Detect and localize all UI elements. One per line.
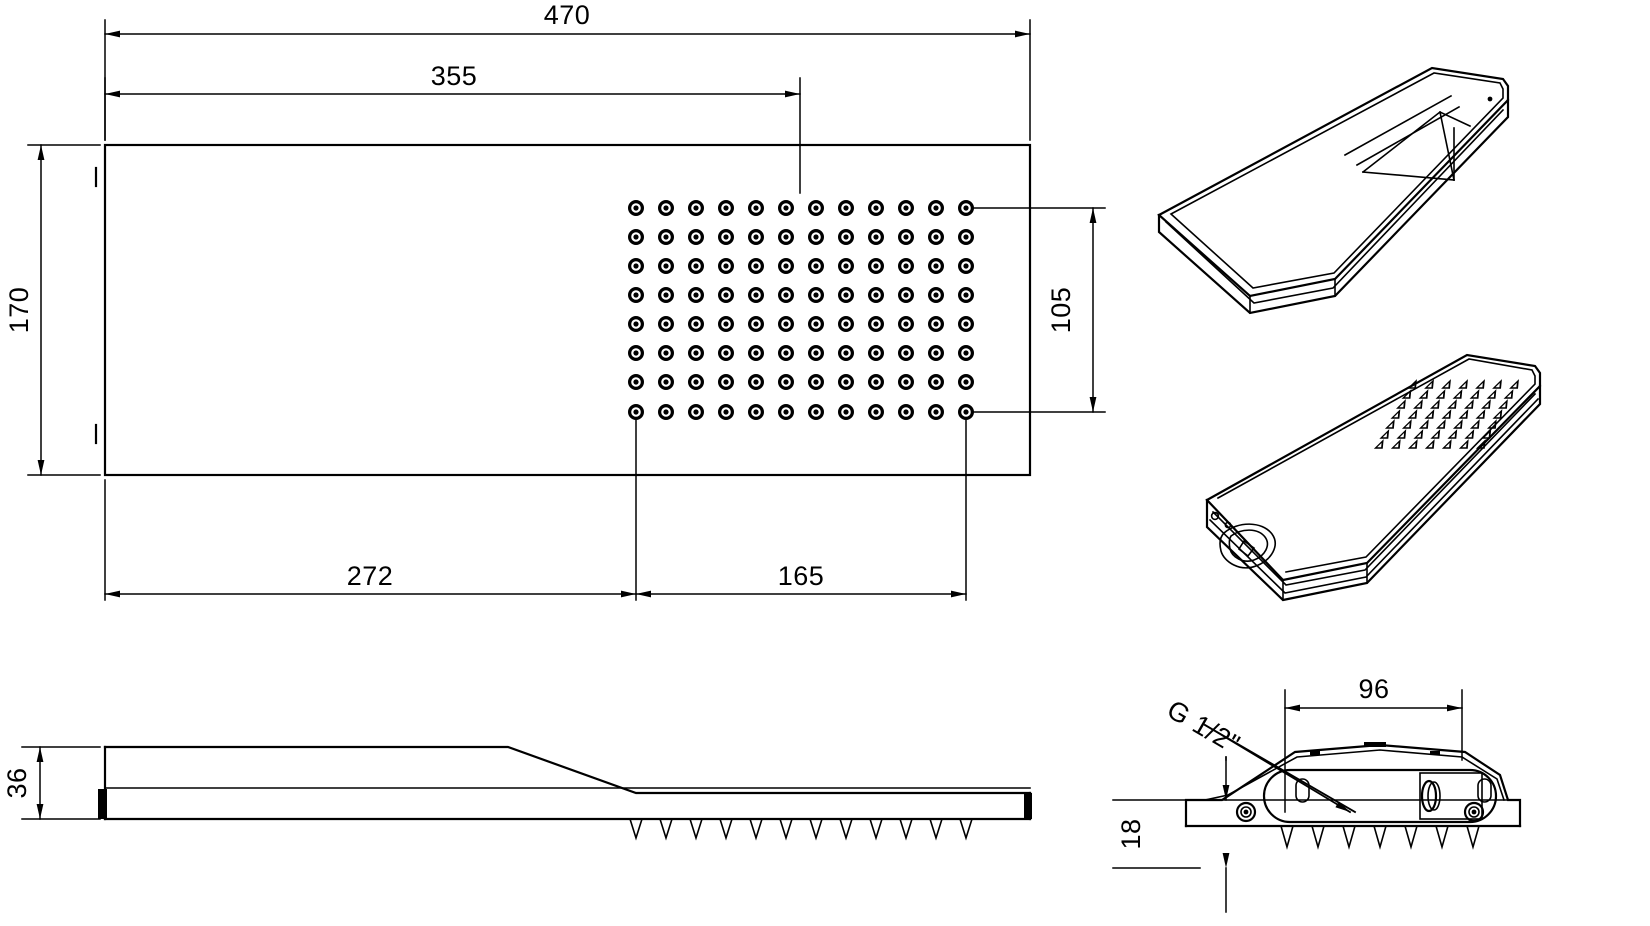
dimension-label-470: 470	[544, 0, 591, 30]
detail-nozzle-spike-row	[1280, 825, 1480, 850]
nozzle-row	[627, 404, 974, 421]
nozzle-grid	[627, 200, 974, 421]
dimension-label-105: 105	[1046, 287, 1076, 334]
dimension-105: 105	[971, 207, 1106, 413]
dimension-label-18: 18	[1116, 818, 1146, 849]
dimension-label-thread: G 1/2"	[1162, 694, 1245, 759]
nozzle-row	[627, 316, 974, 333]
dimension-36: 36	[2, 746, 101, 820]
dimension-470: 470	[104, 0, 1031, 141]
front-section-view	[98, 745, 1032, 841]
dimension-label-36: 36	[2, 767, 32, 798]
iso-nozzle-field	[1373, 379, 1519, 449]
dimension-96: 96	[1284, 674, 1463, 813]
nozzle-row	[627, 258, 974, 275]
dimension-label-96: 96	[1358, 674, 1389, 704]
dimension-label-165: 165	[778, 561, 825, 591]
nozzle-row	[627, 345, 974, 362]
nozzle-row	[627, 374, 974, 391]
dimension-label-170: 170	[4, 287, 34, 334]
top-view-outline	[94, 143, 1032, 477]
isometric-view-top	[1157, 66, 1510, 315]
dimension-18: 18	[1112, 756, 1230, 913]
dimension-label-272: 272	[347, 561, 394, 591]
iso-connector-detail	[1210, 511, 1276, 569]
dimension-170: 170	[4, 144, 101, 476]
nozzle-row	[627, 287, 974, 304]
nozzle-spike-row	[628, 817, 974, 841]
thread-callout-leader: G 1/2"	[1162, 694, 1357, 814]
dimension-272-165: 272 165	[104, 417, 967, 601]
end-detail-view	[1184, 742, 1522, 850]
isometric-view-bottom	[1205, 353, 1542, 602]
dimension-label-355: 355	[431, 61, 478, 91]
nozzle-row	[627, 200, 974, 217]
nozzle-row	[627, 229, 974, 246]
dimension-355: 355	[104, 61, 801, 194]
